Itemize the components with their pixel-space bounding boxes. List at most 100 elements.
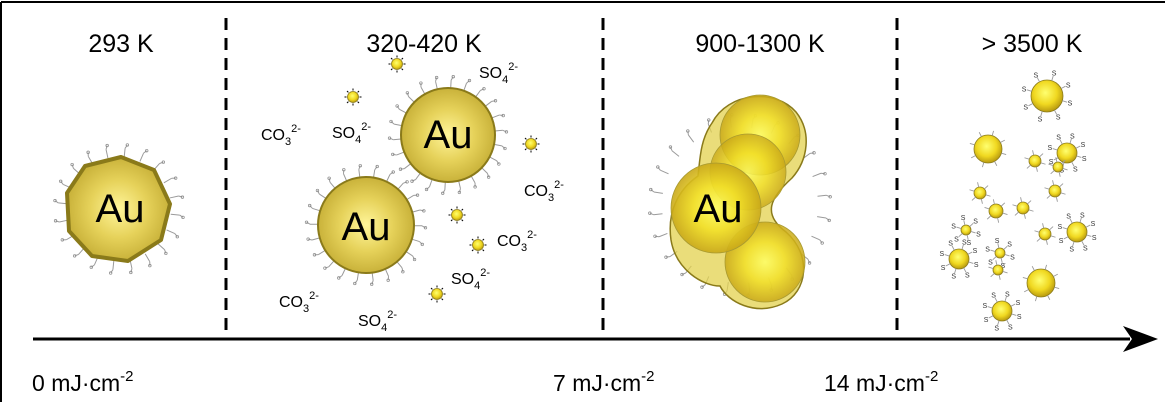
ligand-chain [687, 134, 695, 143]
ligand-chain [159, 161, 164, 164]
ligand-chain [658, 233, 668, 238]
sulfur-label: S [1016, 300, 1021, 307]
ligand-chain [491, 114, 500, 119]
ligand-chain [811, 235, 820, 241]
ligand-head [337, 276, 341, 280]
ligand-chain [354, 280, 358, 284]
ligand-chain [384, 268, 389, 277]
ligand-head [323, 266, 327, 270]
small-au-particle [1022, 264, 1060, 302]
ligand-head [391, 152, 395, 157]
ligand-head [828, 195, 832, 199]
ligand-chain [442, 189, 446, 194]
aggregate-stage3: Au [669, 94, 807, 310]
sulfur-label: S [994, 326, 999, 333]
ligand-head [161, 160, 166, 164]
sulfur-label: S [1049, 159, 1054, 166]
ligand-head [391, 170, 395, 174]
small-au-particle [1012, 197, 1034, 219]
ligand-head [707, 118, 711, 122]
sulfur-label: S [1082, 156, 1087, 163]
ligand-chain [166, 229, 176, 235]
ligand-chain [60, 180, 64, 185]
ligand-chain [665, 256, 671, 258]
ligand-head [164, 251, 168, 256]
ions-stage2: SO42- CO32- SO42- CO32- CO32- SO42- CO32… [261, 61, 564, 334]
stage-temp-1: 293 K [88, 30, 154, 58]
sulfur-label: S [1092, 235, 1097, 242]
small-au-particle [469, 236, 487, 254]
ligand-chain [338, 275, 343, 279]
small-au-particle [988, 260, 1008, 280]
stage-temp-2: 320-420 K [366, 30, 482, 58]
ligand-head [125, 143, 129, 147]
particle-label: Au [424, 113, 473, 157]
sulfur-label: S [1056, 135, 1061, 142]
ligand-chain [329, 181, 336, 189]
ligand-chain [412, 255, 415, 260]
ligand-head [415, 193, 420, 197]
ligand-chain [393, 123, 403, 127]
stage-temp-3: 900-1300 K [695, 30, 825, 58]
sulfur-label: S [995, 238, 1000, 245]
ligand-head [419, 81, 423, 85]
au-particle-lower [317, 176, 415, 274]
sulfur-label: S [1007, 242, 1012, 249]
ligand-chain [499, 114, 504, 117]
sulfur-label: S [1059, 238, 1064, 245]
ligand-chain [328, 178, 331, 183]
ligand-head [823, 172, 827, 176]
ligand-head [668, 145, 673, 149]
ligand-chain [406, 92, 410, 97]
sulfur-label: S [1080, 212, 1085, 219]
small-au-particle [344, 88, 362, 106]
ligand-chain [317, 190, 320, 195]
ligand-chain [110, 269, 114, 274]
ligand-chain [825, 217, 830, 221]
ligand-head [424, 187, 429, 192]
sulfur-label: S [976, 231, 981, 238]
ligand-chain [54, 200, 59, 204]
ligand-chain [311, 237, 320, 241]
ligand-chain [493, 143, 503, 147]
particle-label: Au [96, 187, 145, 231]
ligand-chain [170, 213, 180, 216]
fluence-tick-7: 7 mJ·cm-2 [553, 368, 655, 396]
ligand-chain [501, 145, 506, 149]
ligand-head [441, 191, 445, 195]
ligand-head [53, 219, 58, 223]
sulfur-label: S [1023, 105, 1028, 112]
ligand-head [129, 270, 133, 275]
ligand-head [398, 167, 403, 171]
faceted-au-particle [65, 155, 172, 263]
ligand-chain [163, 177, 172, 184]
ligand-head [497, 162, 501, 166]
ligand-chain [817, 194, 827, 197]
axis-arrowhead [1123, 326, 1158, 352]
small-au-particle [522, 135, 540, 153]
ligand-chain [169, 195, 179, 199]
ligand-chain [318, 249, 326, 256]
sulfur-label: S [1091, 221, 1096, 228]
ligand-chain [386, 174, 391, 182]
ligand-chain [408, 96, 415, 103]
ligand-chain [358, 169, 361, 178]
ion-co3: CO32- [497, 229, 537, 254]
ligand-chain [820, 172, 826, 175]
ligand-head [308, 203, 312, 208]
ligand-chain [475, 90, 481, 98]
ion-so4: SO42- [332, 121, 371, 146]
ligand-chain [450, 76, 454, 81]
ligand-chain [312, 207, 321, 212]
ligand-head [473, 185, 477, 189]
ion-so4: SO42- [451, 267, 490, 292]
ligand-head [89, 265, 93, 269]
ligand-head [410, 179, 414, 183]
ligand-head [807, 261, 812, 265]
ligand-chain [373, 169, 376, 178]
small-au-particle [984, 199, 1008, 223]
ligand-chain [324, 266, 329, 269]
